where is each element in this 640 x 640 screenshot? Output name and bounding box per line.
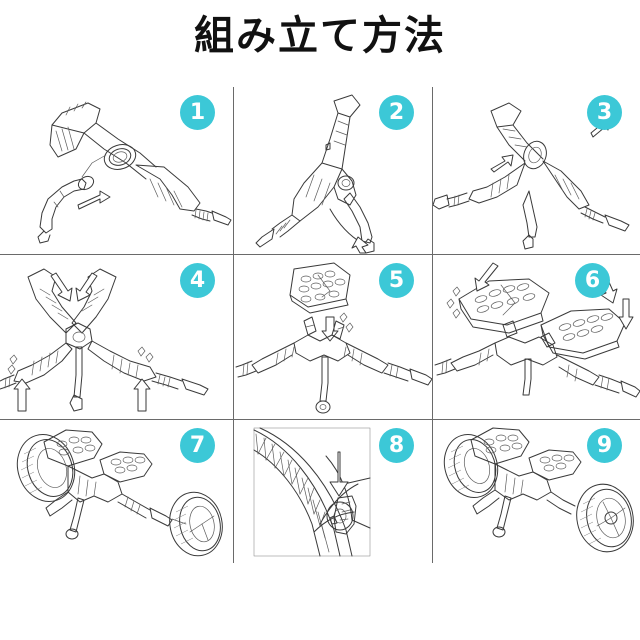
- step-badge-2: 2: [379, 95, 414, 130]
- step-badge-8: 8: [379, 428, 414, 463]
- grid-vertical-divider-2: [432, 87, 433, 563]
- step-illustration-8: [234, 420, 432, 563]
- step-panel-4: 4: [0, 255, 233, 419]
- step-illustration-9: [433, 420, 640, 563]
- step-badge-7: 7: [180, 428, 215, 463]
- step-panel-6: 6: [433, 255, 640, 419]
- step-illustration-2: [234, 87, 432, 254]
- page-title: 組み立て方法: [194, 13, 446, 59]
- grid-horizontal-divider-1: [0, 254, 640, 255]
- step-panel-7: 7: [0, 420, 233, 563]
- step-illustration-1: [0, 87, 233, 254]
- step-badge-4: 4: [180, 263, 215, 298]
- grid-horizontal-divider-2: [0, 419, 640, 420]
- step-illustration-5: [234, 255, 432, 419]
- step-panel-5: 5: [234, 255, 432, 419]
- step-badge-1: 1: [180, 95, 215, 130]
- step-badge-9: 9: [587, 428, 622, 463]
- step-panel-3: 3: [433, 87, 640, 254]
- step-illustration-7: [0, 420, 233, 563]
- step-panel-8: 8: [234, 420, 432, 563]
- step-badge-5: 5: [379, 263, 414, 298]
- grid-vertical-divider-1: [233, 87, 234, 563]
- steps-grid: 1: [0, 87, 640, 563]
- step-badge-3: 3: [587, 95, 622, 130]
- step-panel-2: 2: [234, 87, 432, 254]
- step-illustration-4: [0, 255, 233, 419]
- step-panel-1: 1: [0, 87, 233, 254]
- step-panel-9: 9: [433, 420, 640, 563]
- step-badge-6: 6: [575, 263, 610, 298]
